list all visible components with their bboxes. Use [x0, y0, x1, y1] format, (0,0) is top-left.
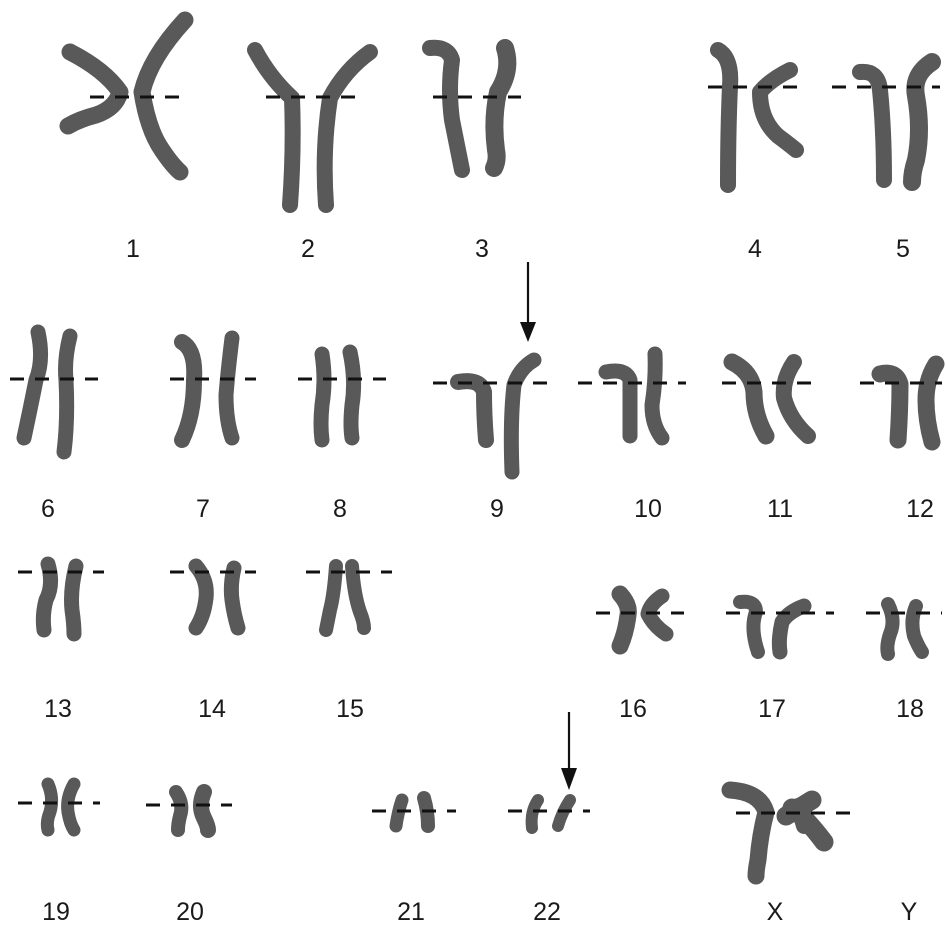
- chromosome-label-X: X: [767, 898, 784, 926]
- chromosome-19: 19: [18, 784, 100, 926]
- chromosome-label-11: 11: [767, 495, 793, 523]
- chromosome-label-10: 10: [634, 495, 662, 523]
- chromosome-8: 8: [298, 352, 386, 523]
- chromosome-label-14: 14: [198, 695, 226, 723]
- chromosome-label-1: 1: [126, 235, 140, 263]
- translocation-arrow-9: [520, 262, 536, 342]
- chromosome-3: 3: [430, 48, 521, 263]
- chromosome-label-6: 6: [41, 495, 55, 523]
- chromosome-14: 14: [170, 566, 256, 723]
- chromosome-label-8: 8: [333, 495, 347, 523]
- chromosome-label-20: 20: [176, 898, 204, 926]
- chromosome-5: 5: [832, 62, 940, 263]
- chromosome-18: 18: [866, 604, 942, 723]
- chromosome-11: 11: [722, 362, 818, 523]
- chromosome-13: 13: [18, 564, 104, 723]
- chromosome-17: 17: [726, 602, 834, 723]
- chromosome-label-7: 7: [196, 495, 210, 523]
- chromosome-label-15: 15: [336, 695, 364, 723]
- chromosome-label-18: 18: [896, 695, 924, 723]
- chromosome-label-3: 3: [475, 235, 489, 263]
- chromosome-7: 7: [170, 338, 256, 523]
- chromosome-1: 1: [68, 20, 185, 263]
- chromosome-label-2: 2: [301, 235, 315, 263]
- chromosome-21: 21: [372, 798, 456, 926]
- chromosome-label-17: 17: [758, 695, 786, 723]
- translocation-arrow-22: [561, 712, 577, 790]
- chromosome-label-19: 19: [42, 898, 70, 926]
- chromosome-label-22: 22: [533, 898, 561, 926]
- chromosome-label-16: 16: [619, 695, 647, 723]
- chromosome-6: 6: [10, 332, 98, 523]
- chromosome-16: 16: [596, 594, 684, 723]
- chromosome-label-4: 4: [748, 235, 762, 263]
- chromosome-9: 9: [433, 360, 548, 523]
- chromosome-22: 22: [508, 800, 590, 926]
- chromosome-label-5: 5: [896, 235, 910, 263]
- chromosome-label-12: 12: [906, 495, 934, 523]
- chromosome-label-13: 13: [44, 695, 72, 723]
- chromosome-label-9: 9: [490, 495, 504, 523]
- chromosome-12: 12: [860, 364, 942, 523]
- chromosome-10: 10: [578, 354, 686, 523]
- chromosome-20: 20: [146, 792, 232, 926]
- chromosome-label-Y: Y: [901, 898, 918, 926]
- chromosome-2: 2: [255, 50, 370, 263]
- chromosome-Y: Y: [901, 898, 918, 926]
- chromosome-X: X: [730, 790, 856, 926]
- chromosome-15: 15: [306, 566, 392, 723]
- chromosome-4: 4: [708, 50, 800, 263]
- chromosome-label-21: 21: [397, 898, 425, 926]
